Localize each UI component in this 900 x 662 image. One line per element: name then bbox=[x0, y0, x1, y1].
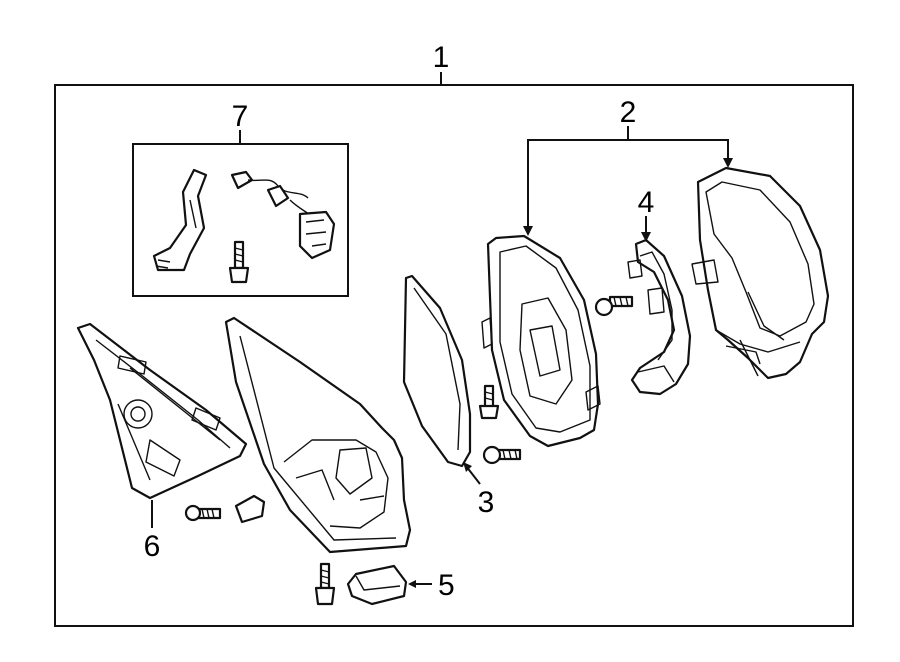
callout-4[interactable]: 4 bbox=[638, 186, 655, 219]
callout-7[interactable]: 7 bbox=[232, 100, 249, 133]
lower-cover bbox=[346, 564, 408, 606]
lower-cover-edge bbox=[355, 575, 401, 591]
mirror-glass bbox=[402, 274, 472, 468]
callout-5-arrow bbox=[408, 580, 416, 588]
mirror-shell bbox=[481, 234, 601, 448]
callout-5[interactable]: 5 bbox=[438, 569, 455, 602]
callout-2[interactable]: 2 bbox=[620, 96, 637, 129]
mirror-mount-base bbox=[76, 322, 248, 500]
turn-signal-lamp bbox=[627, 238, 692, 396]
lamp-screw bbox=[594, 295, 634, 317]
glass-screw-upper bbox=[478, 384, 500, 420]
mirror-housing-frame bbox=[224, 316, 412, 554]
wiring-bolt bbox=[228, 240, 250, 284]
callout-4-arrow bbox=[641, 232, 651, 242]
mirror-cap bbox=[691, 166, 830, 380]
wire-harness bbox=[230, 170, 336, 260]
callout-2-arrow-left bbox=[523, 226, 533, 236]
housing-bolt bbox=[314, 562, 336, 606]
base-screw bbox=[184, 504, 222, 522]
callout-1[interactable]: 1 bbox=[433, 41, 450, 74]
callout-6[interactable]: 6 bbox=[144, 530, 161, 563]
assembly-frame bbox=[54, 84, 854, 627]
glass-screw-lower bbox=[482, 445, 522, 465]
callout-3[interactable]: 3 bbox=[478, 486, 495, 519]
callout-2-arrow-right bbox=[723, 158, 733, 168]
harness-bracket bbox=[152, 168, 208, 272]
base-clip bbox=[234, 494, 266, 524]
callout-2-bracket bbox=[527, 126, 729, 232]
callout-3-arrow bbox=[463, 462, 472, 472]
mirror-glass-edge bbox=[413, 287, 461, 451]
